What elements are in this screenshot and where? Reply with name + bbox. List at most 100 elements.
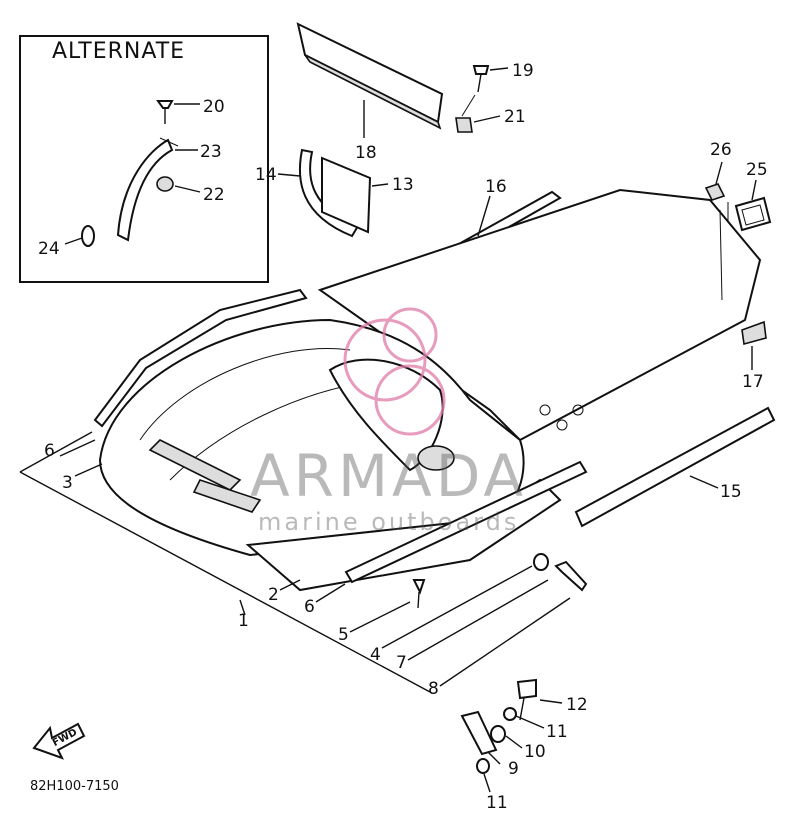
callout-8: 8 — [428, 679, 439, 699]
callout-12: 12 — [566, 695, 588, 715]
watermark-logo-ring-c — [374, 364, 446, 436]
callout-21: 21 — [504, 107, 526, 127]
part-5-rivet — [412, 579, 426, 595]
callout-7: 7 — [396, 653, 407, 673]
watermark-title: ARMADA — [250, 442, 527, 510]
part-6-rail — [344, 460, 588, 584]
leader-26 — [715, 161, 723, 185]
leader-16 — [477, 195, 491, 237]
part-11-washer-b — [476, 758, 490, 774]
callout-2: 2 — [268, 585, 279, 605]
callout-11b: 11 — [486, 793, 508, 813]
callout-25: 25 — [746, 160, 768, 180]
fwd-arrow-icon — [32, 722, 86, 760]
leader-2 — [279, 579, 301, 591]
callout-labels: 20 23 22 24 19 21 18 14 13 16 26 25 17 1… — [38, 61, 768, 813]
part-21-nut — [455, 117, 473, 133]
leader-9 — [487, 751, 501, 765]
callout-10: 10 — [524, 742, 546, 762]
callout-5: 5 — [338, 625, 349, 645]
frame-deck — [317, 188, 762, 442]
alternate-title: ALTERNATE — [52, 39, 185, 64]
part-8-bolt — [554, 560, 588, 592]
part-15-strip — [574, 406, 776, 528]
frame-hole-b — [556, 419, 568, 431]
part-23-edge — [159, 137, 179, 147]
part-12-bolt-head — [516, 678, 537, 700]
part-5-rivet-shank — [417, 591, 420, 609]
part-17-decal — [741, 320, 767, 346]
watermark-logo-ring-a — [343, 318, 427, 402]
leader-25 — [751, 179, 757, 201]
leader-3 — [74, 463, 103, 477]
leader-1 — [239, 599, 246, 616]
part-19-bolt-shank — [477, 73, 482, 93]
part-23-bracket — [116, 138, 174, 242]
main-frame — [93, 188, 762, 592]
callout-26: 26 — [710, 140, 732, 160]
leader-4 — [381, 565, 533, 649]
part-18-cover-plate — [296, 22, 444, 138]
callout-16: 16 — [485, 177, 507, 197]
callout-15: 15 — [720, 482, 742, 502]
callout-19: 19 — [512, 61, 534, 81]
leader-11b — [483, 773, 491, 793]
leader-11a — [515, 715, 545, 729]
part-15-rail — [574, 406, 776, 528]
callout-6a: 6 — [44, 441, 55, 461]
leader-7 — [407, 579, 549, 661]
part-6-strip — [344, 460, 588, 584]
part-24-plug — [81, 225, 95, 247]
leader-19 — [489, 67, 509, 71]
ref-line-main — [19, 471, 431, 693]
watermark-logo-ring-b — [382, 307, 438, 363]
callout-14: 14 — [255, 165, 277, 185]
part-26-clip — [704, 183, 726, 201]
part-18-plate-edge — [304, 54, 442, 130]
ref-line-left — [19, 431, 93, 473]
leader-13 — [371, 183, 389, 187]
leader-6a — [59, 439, 96, 457]
callout-6b: 6 — [304, 597, 315, 617]
part-25-emblem-inner — [741, 204, 765, 226]
part-14-bracket — [298, 148, 360, 238]
leader-10 — [505, 735, 523, 749]
frame-left-rail — [93, 288, 308, 428]
part-12-bolt-shank — [519, 697, 525, 721]
frame-tunnel-inner — [139, 348, 351, 441]
parts-13-14 — [277, 148, 389, 238]
part-17-plate — [741, 320, 767, 370]
frame-hole-a — [539, 404, 551, 416]
part-10-spacer — [490, 725, 506, 743]
callout-22: 22 — [203, 185, 225, 205]
part-11-washer-a — [503, 707, 517, 721]
callout-9: 9 — [508, 759, 519, 779]
leader-6b — [315, 583, 346, 603]
callout-4: 4 — [370, 645, 381, 665]
frame-hole — [417, 445, 455, 471]
callout-13: 13 — [392, 175, 414, 195]
watermark-subtitle: marine outboards — [258, 508, 519, 536]
leader-21 — [473, 115, 501, 123]
leader-19-21 — [461, 94, 476, 117]
hardware-5-7-8 — [412, 553, 588, 609]
frame-hole-c — [572, 404, 584, 416]
figure-code: 82H100-7150 — [30, 779, 119, 794]
alternate-inset: ALTERNATE — [19, 35, 269, 283]
leader-15 — [689, 475, 719, 489]
part-22-grommet — [156, 176, 174, 192]
frame-axle-2 — [192, 479, 262, 513]
part-13-pad — [321, 156, 372, 234]
part-19-bolt-head — [472, 65, 490, 75]
callout-20: 20 — [203, 97, 225, 117]
parts-19-21 — [455, 65, 509, 133]
callout-1: 1 — [238, 611, 249, 631]
frame-deck-line — [719, 209, 723, 301]
callout-23: 23 — [200, 142, 222, 162]
leader-8 — [439, 597, 571, 687]
part-9-plate — [460, 710, 498, 756]
part-7-washer — [533, 553, 549, 571]
leader-5 — [349, 601, 411, 633]
callout-11a: 11 — [546, 722, 568, 742]
